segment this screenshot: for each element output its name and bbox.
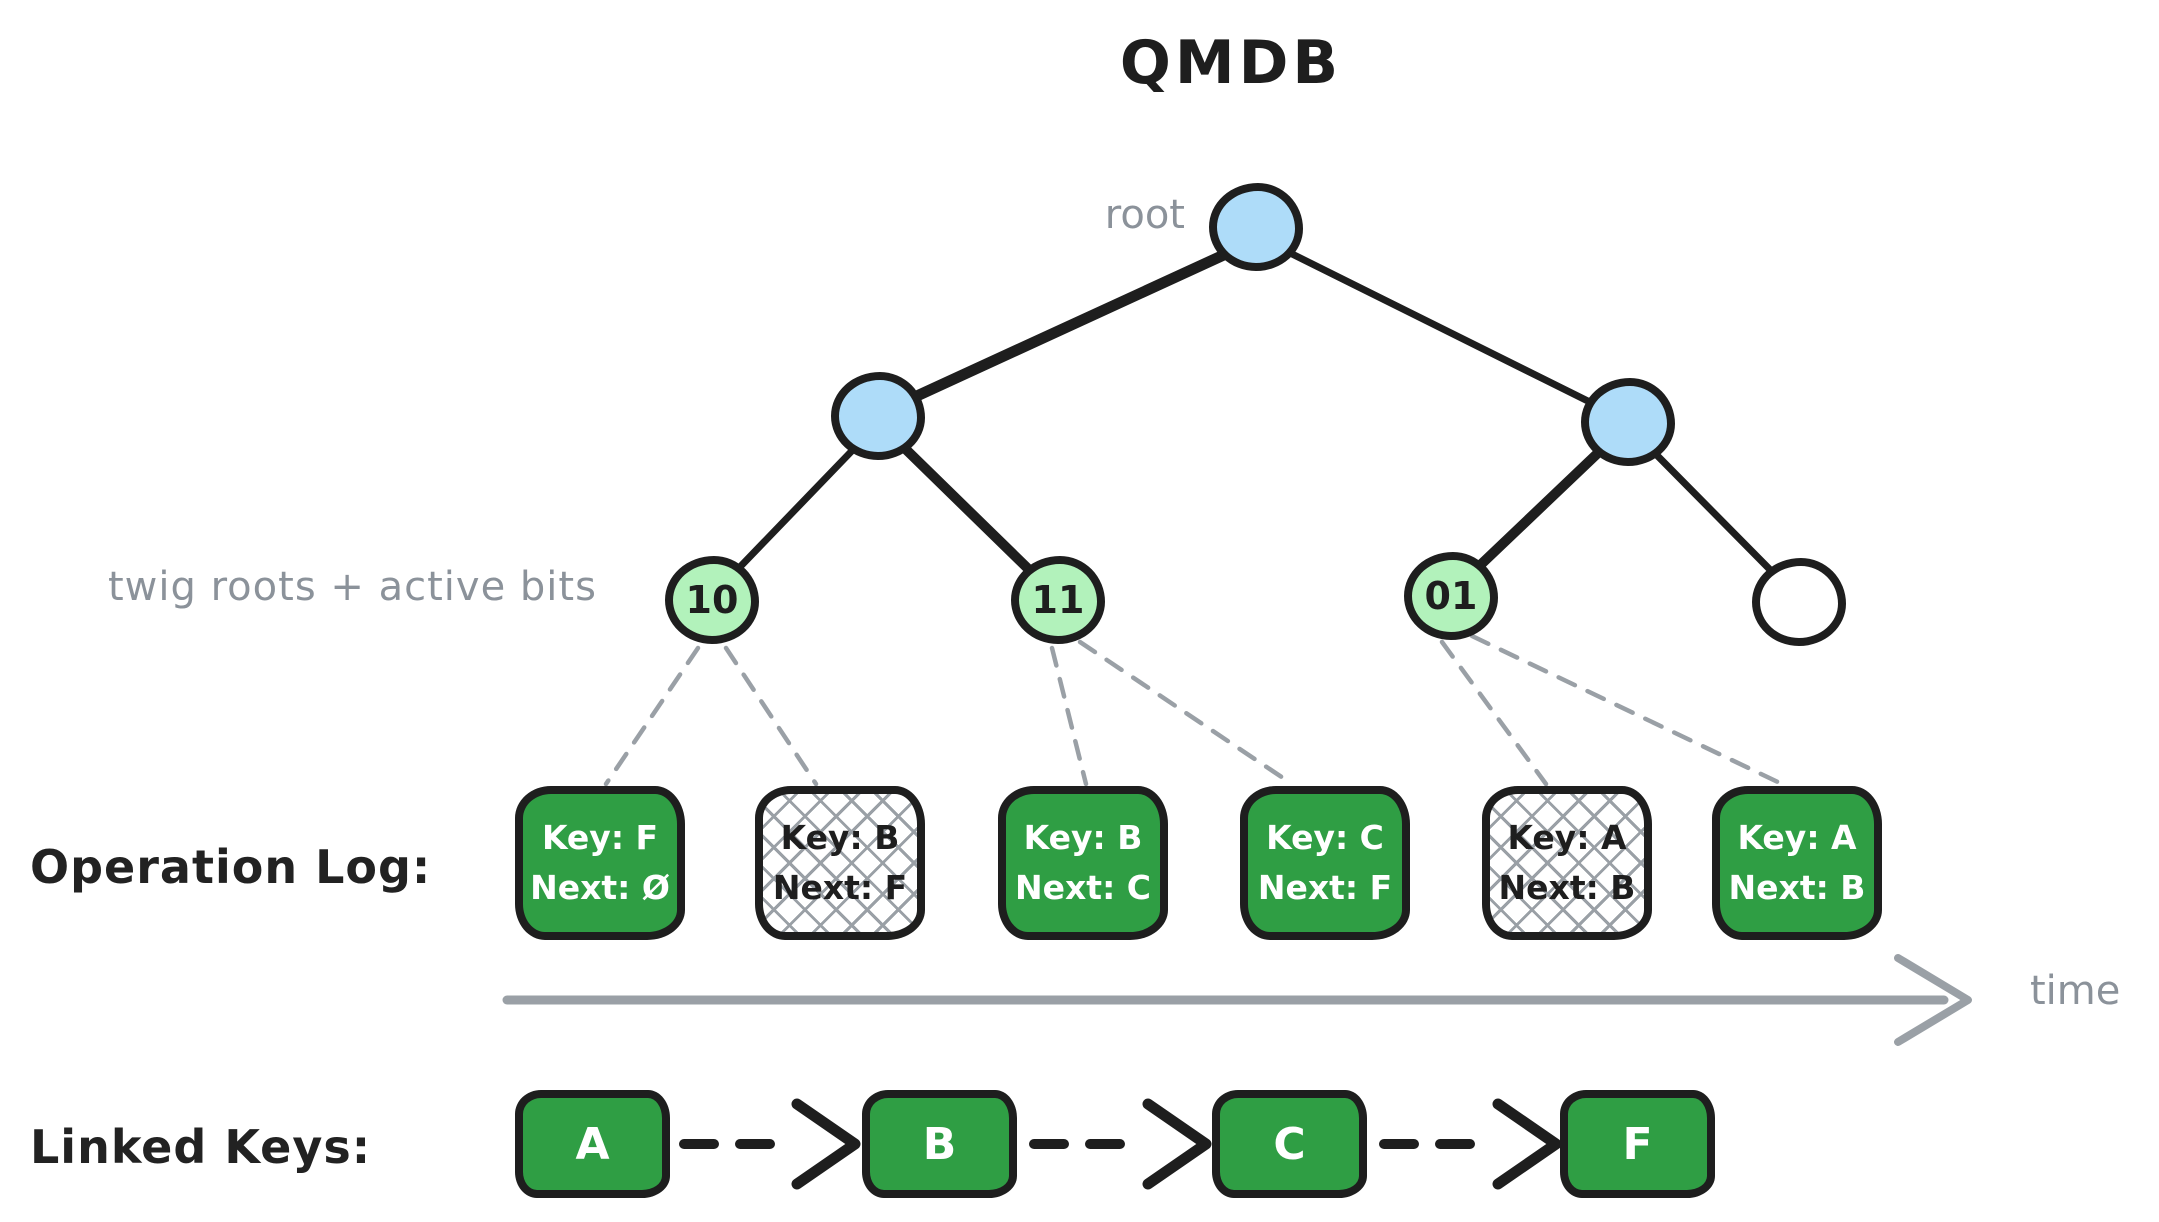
twig-node-11: 11 (1011, 556, 1105, 644)
connector-11-entry3 (1049, 645, 1089, 787)
oplog-entry-3-key: Key: B (1023, 817, 1143, 857)
time-axis-arrow (502, 954, 1972, 1046)
internal-node-right (1581, 378, 1675, 466)
connector-10-entry1 (603, 645, 701, 787)
linked-keys-label: Linked Keys: (30, 1120, 372, 1174)
time-axis-arrowhead (1894, 954, 1972, 1046)
oplog-entry-1: Key: F Next: Ø (515, 786, 685, 940)
arrow-c-f-head (1492, 1098, 1562, 1190)
connector-01-entry5 (1439, 639, 1549, 787)
arrow-a-b-head (791, 1098, 861, 1190)
oplog-entry-2-next: Next: F (772, 868, 908, 907)
twig-node-01-label: 01 (1424, 574, 1478, 618)
oplog-entry-3: Key: B Next: C (998, 786, 1168, 940)
page-title: QMDB (1119, 28, 1343, 98)
oplog-entry-4-key: Key: C (1266, 817, 1384, 857)
oplog-entry-1-key: Key: F (541, 817, 659, 857)
linked-key-b: B (862, 1090, 1017, 1198)
linked-key-f: F (1560, 1090, 1715, 1198)
linked-key-a-label: A (575, 1118, 610, 1170)
linked-key-b-label: B (922, 1118, 957, 1170)
edge-root-left (876, 236, 1258, 418)
linked-key-c-label: C (1273, 1118, 1306, 1170)
oplog-entry-1-next: Next: Ø (530, 868, 670, 907)
root-node (1209, 183, 1303, 271)
twig-node-10: 10 (665, 556, 759, 644)
oplog-entry-4: Key: C Next: F (1240, 786, 1410, 940)
edge-root-right (1260, 236, 1630, 424)
linked-key-c: C (1212, 1090, 1367, 1198)
oplog-entry-2-key: Key: B (780, 817, 900, 857)
linked-key-arrows (679, 1098, 1562, 1190)
oplog-entry-5: Key: A Next: B (1482, 786, 1652, 940)
oplog-entry-5-next: Next: B (1498, 868, 1636, 907)
arrow-b-c-head (1142, 1098, 1212, 1190)
tree-edges (708, 236, 1800, 601)
oplog-entry-6-key: Key: A (1737, 817, 1857, 857)
twig-to-log-connectors (603, 633, 1785, 787)
oplog-entry-4-next: Next: F (1257, 868, 1393, 907)
connector-10-entry2 (723, 645, 819, 787)
time-axis-label: time (2030, 968, 2121, 1014)
twig-node-empty (1752, 558, 1846, 646)
twig-roots-label: twig roots + active bits (108, 564, 597, 610)
connector-11-entry4 (1077, 639, 1295, 787)
twig-node-01: 01 (1404, 552, 1498, 640)
twig-node-10-label: 10 (685, 578, 739, 622)
oplog-entry-6-next: Next: B (1728, 868, 1866, 907)
oplog-entry-2: Key: B Next: F (755, 786, 925, 940)
oplog-entry-6: Key: A Next: B (1712, 786, 1882, 940)
linked-key-f-label: F (1622, 1118, 1653, 1170)
linked-key-a: A (515, 1090, 670, 1198)
operation-log-label: Operation Log: (30, 840, 432, 894)
internal-node-left (831, 372, 925, 460)
connector-01-entry6 (1469, 633, 1785, 787)
oplog-entry-3-next: Next: C (1015, 868, 1151, 907)
twig-node-11-label: 11 (1031, 578, 1085, 622)
oplog-entry-5-key: Key: A (1507, 817, 1627, 857)
root-node-label: root (1104, 192, 1185, 238)
